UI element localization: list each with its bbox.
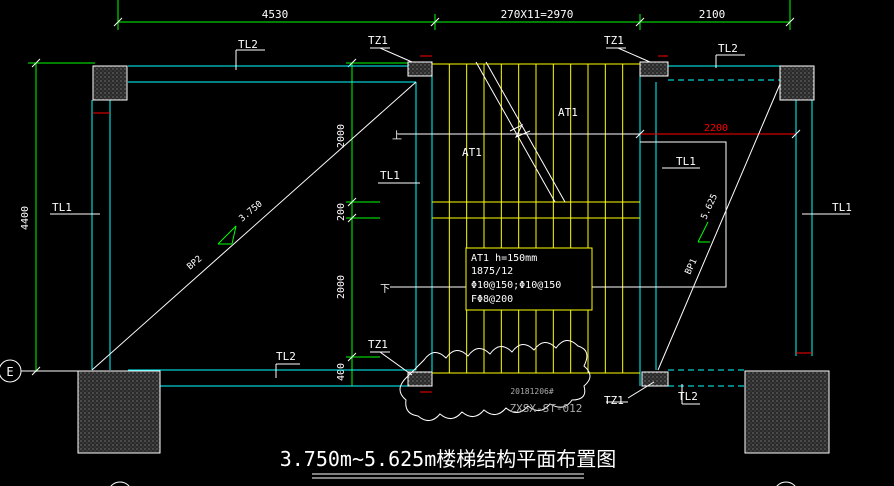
dashed-beam-right: [668, 79, 780, 387]
axis-bubble-bottom-left: [110, 481, 130, 486]
slope-label-right: 5.625: [700, 192, 721, 221]
column-bottom-right: [744, 370, 830, 454]
column-top-right: [779, 65, 815, 101]
tz1-column-tl: [407, 61, 433, 77]
label-tl1-right-landing: TL1: [676, 155, 696, 168]
slab-diagonal-left: [91, 81, 417, 371]
dim-top-mid: 270X11=2970: [501, 8, 574, 21]
tz1-column-br: [641, 371, 669, 387]
dim-mid-lower: 2000: [336, 275, 347, 299]
label-tl2-bottom-right: TL2: [678, 390, 698, 403]
dim-red: 2200: [704, 123, 728, 134]
note-line-1: AT1 h=150mm: [471, 253, 537, 264]
slab-diagonal-right: [657, 83, 781, 371]
dim-mid-upper: 2000: [336, 124, 347, 148]
bp1-label: BP1: [684, 257, 700, 276]
dim-top-left: 4530: [262, 8, 289, 21]
label-tz1-tl: TZ1: [368, 34, 388, 47]
label-at1-upper: AT1: [558, 106, 578, 119]
top-dimension-chain: [113, 0, 795, 30]
note-line-3: Φ10@150;Φ10@150: [471, 280, 561, 291]
dim-top-right: 2100: [699, 8, 726, 21]
column-bottom-left: [77, 370, 161, 454]
label-up: 上: [392, 130, 402, 142]
revision-code: ZXSX-ST-012: [510, 402, 583, 415]
dim-mid-gap: 200: [336, 203, 347, 221]
label-tz1-br: TZ1: [604, 394, 624, 407]
drawing-title: 3.750m~5.625m楼梯结构平面布置图: [280, 447, 617, 471]
label-tl2-top: TL2: [238, 38, 258, 51]
note-line-4: FΦ8@200: [471, 294, 513, 305]
axis-bubble-bottom-right: [776, 481, 796, 486]
left-dimension: [28, 58, 95, 376]
column-top-left: [92, 65, 128, 101]
revision-cloud: [399, 340, 591, 421]
label-tl2-top-right: TL2: [718, 42, 738, 55]
red-marks: [93, 55, 812, 393]
slope-marker-left: [217, 225, 237, 245]
beams: [91, 65, 813, 387]
middle-dimension: [346, 58, 430, 386]
dim-left-total: 4400: [20, 206, 31, 230]
tz1-column-tr: [639, 61, 669, 77]
note-box: [465, 247, 593, 311]
tz1-column-bl: [407, 371, 433, 387]
bp2-label: BP2: [186, 254, 205, 272]
slope-marker-right: [697, 221, 710, 243]
label-down: 下: [380, 284, 390, 295]
label-tl1-left: TL1: [52, 201, 72, 214]
label-tz1-bl: TZ1: [368, 338, 388, 351]
label-tz1-tr: TZ1: [604, 34, 624, 47]
label-at1-lower: AT1: [462, 146, 482, 159]
axis-e-label: E: [6, 365, 13, 379]
dim-mid-bottom: 400: [336, 363, 347, 381]
label-tl2-bottom: TL2: [276, 350, 296, 363]
leaders: [50, 47, 850, 405]
revision-date: 20181206#: [510, 387, 554, 396]
label-tl1-landing: TL1: [380, 169, 400, 182]
note-line-2: 1875/12: [471, 266, 513, 277]
label-tl1-right: TL1: [832, 201, 852, 214]
right-landing-box: [640, 141, 727, 288]
stair-treads: [448, 64, 624, 373]
axis-e-bubble: [0, 359, 22, 383]
red-dimension: [635, 129, 801, 139]
